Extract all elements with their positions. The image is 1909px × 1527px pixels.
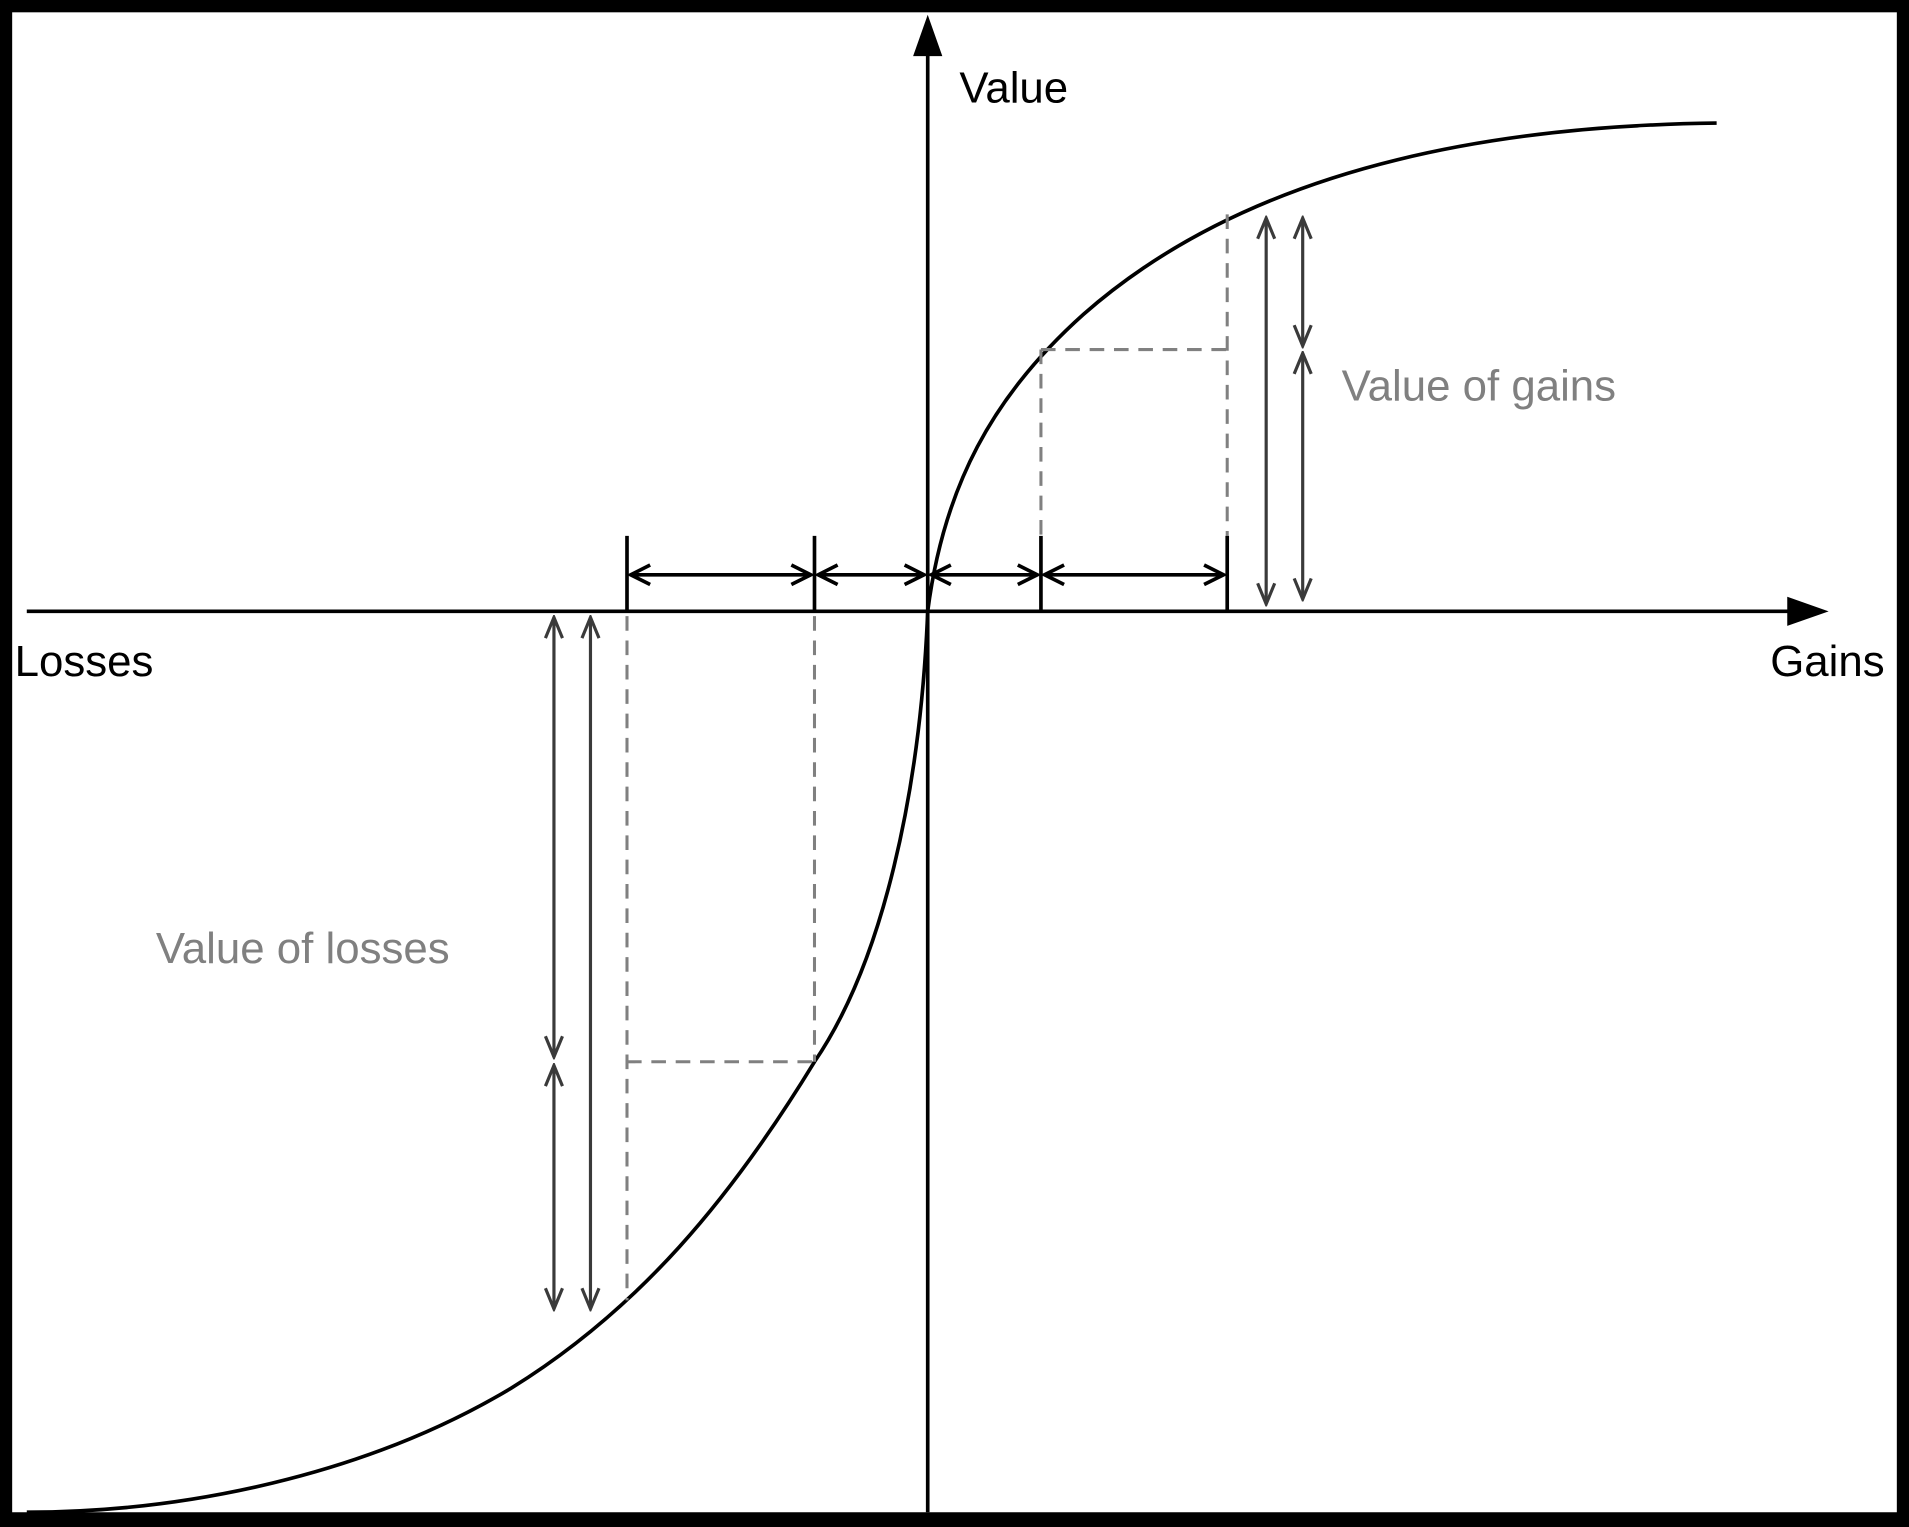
x-axis-positive-label: Gains [1770,637,1884,686]
x-axis-arrowhead [1787,596,1829,626]
dashed-guides [625,214,1229,1301]
y-axis-arrowhead [913,14,943,57]
gain-value-arrows [1266,218,1303,604]
value-of-losses-label: Value of losses [156,924,450,973]
x-axis-negative-label: Losses [15,637,154,686]
value-curve-losses [26,611,930,1515]
value-curve-gains [925,121,1717,612]
loss-value-arrows [554,617,591,1309]
y-axis-label: Value [959,63,1068,112]
interval-ticks [625,535,1230,612]
canvas-background [12,12,1897,1513]
value-of-gains-label: Value of gains [1342,362,1616,411]
